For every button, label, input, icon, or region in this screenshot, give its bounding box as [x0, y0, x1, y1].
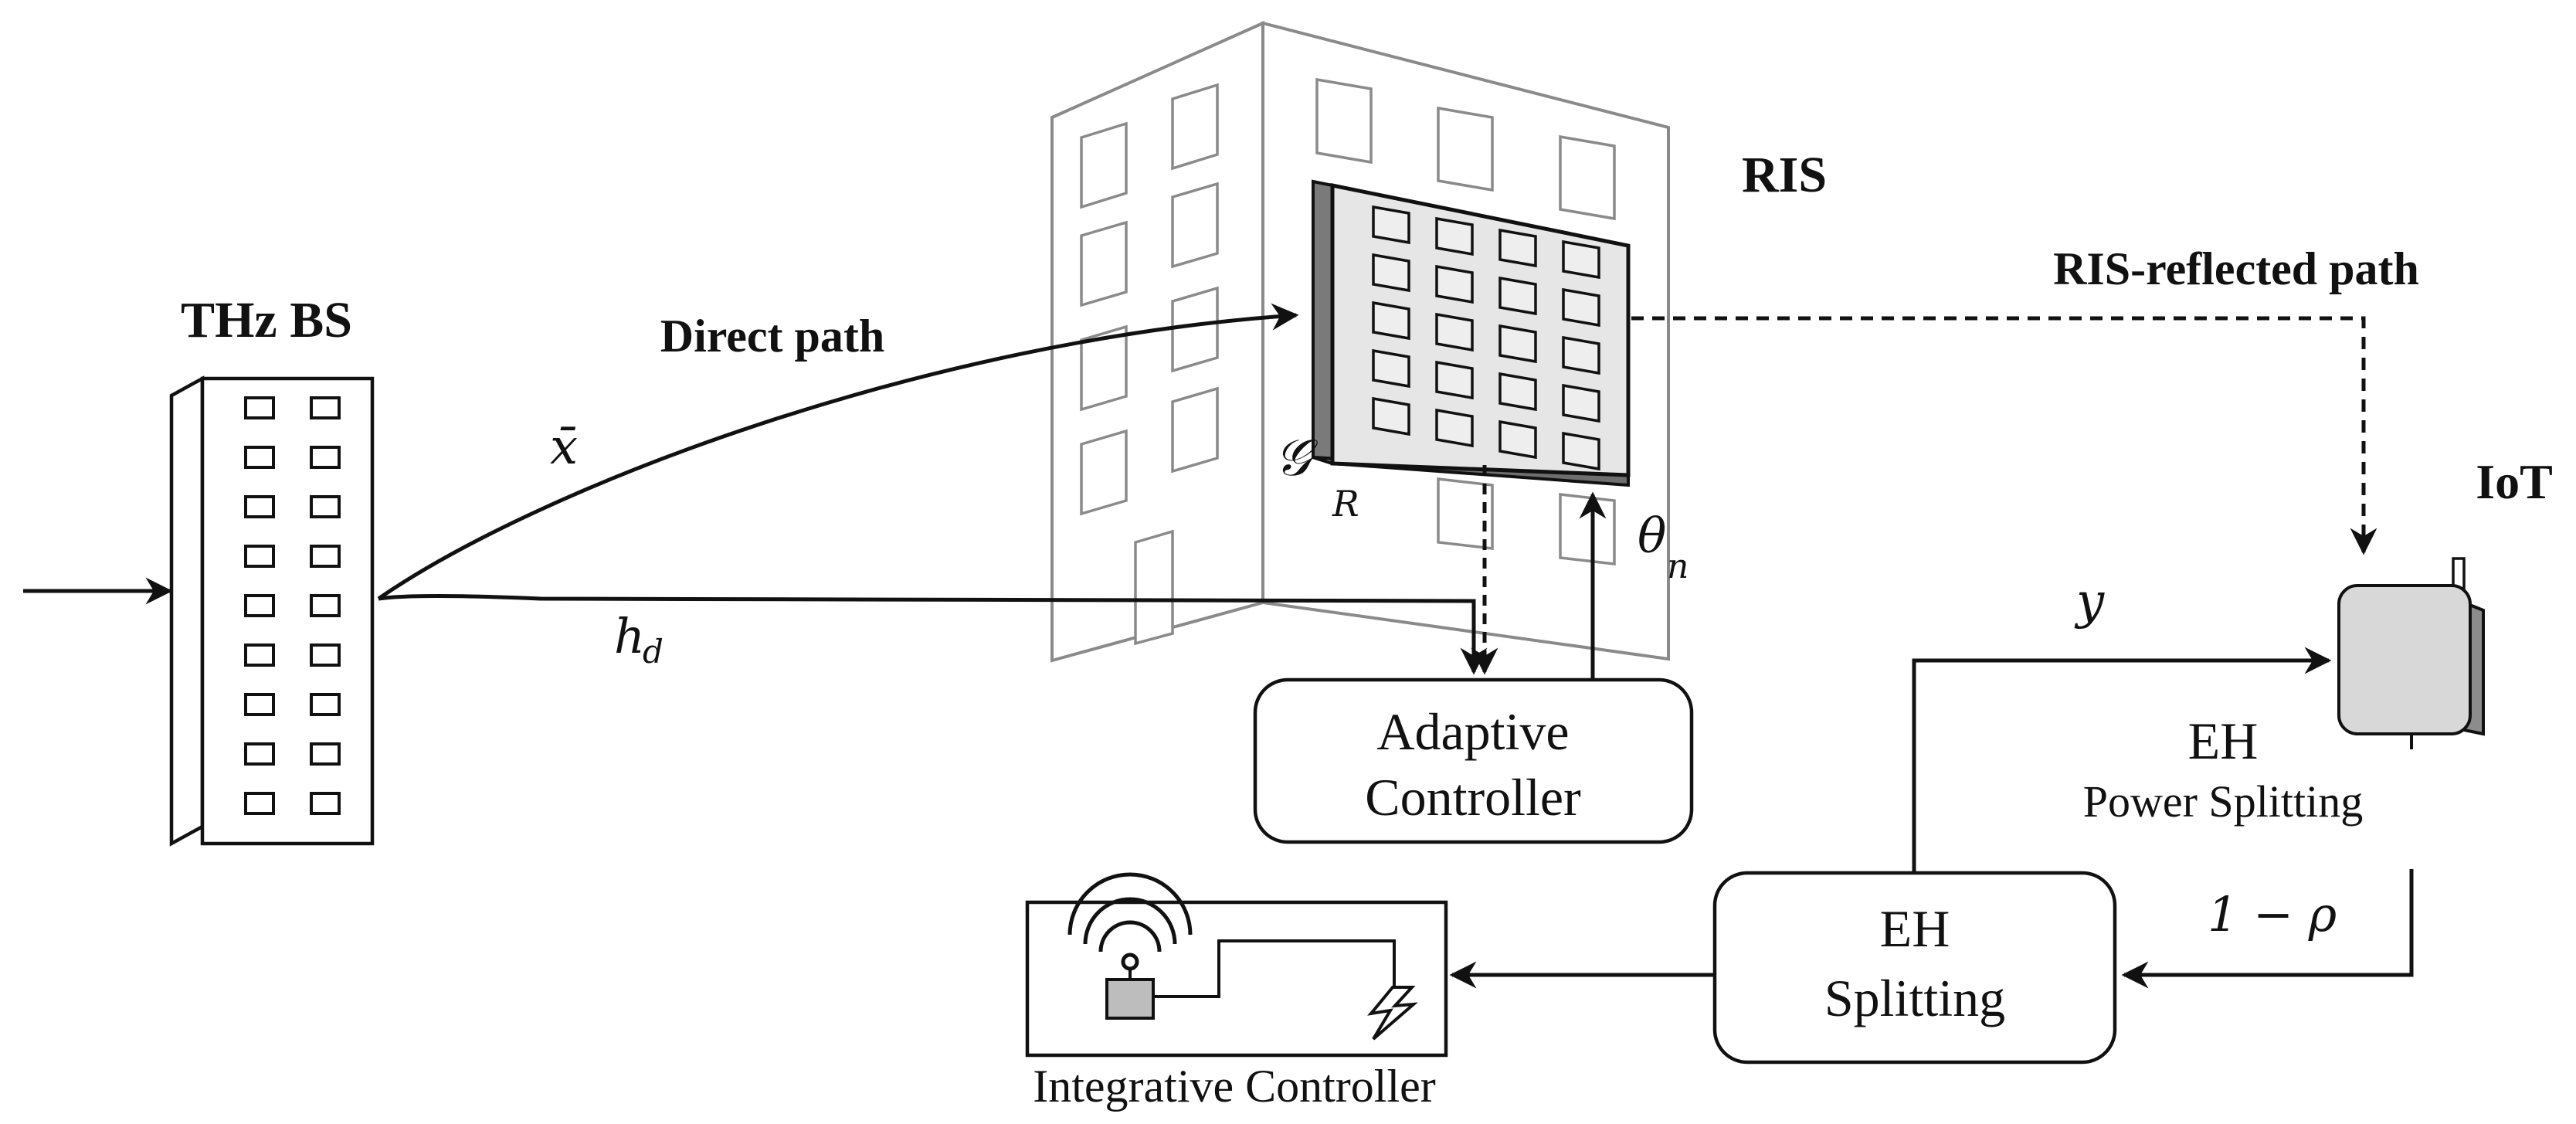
- bs-antenna-element: [310, 446, 341, 469]
- ris-element: [1562, 287, 1600, 328]
- bs-antenna-element: [310, 396, 341, 419]
- ris-panel: [1312, 179, 1631, 487]
- thz-bs-side: [169, 375, 205, 847]
- ris-element: [1498, 228, 1537, 268]
- ris-label: RIS: [1742, 147, 1827, 203]
- bs-antenna-element: [310, 742, 341, 766]
- iot-device: [2337, 557, 2485, 749]
- integrative-controller: [1025, 872, 1448, 1058]
- ris-element: [1562, 383, 1600, 423]
- thz-bs-front: [200, 376, 375, 846]
- one-minus-rho-arrow: [2121, 869, 2414, 989]
- eh-power-splitting-label-line1: EH: [2188, 711, 2259, 770]
- bs-antenna-element: [244, 545, 275, 568]
- ris-reflected-dashed-arrow: [1631, 316, 2377, 555]
- bs-antenna-element: [310, 643, 341, 667]
- building: [1050, 20, 1670, 663]
- iot-label: IoT: [2476, 454, 2553, 509]
- adaptive-controller-box: [1253, 677, 1694, 844]
- bs-antenna-element: [244, 396, 275, 419]
- building-door: [1134, 529, 1174, 646]
- bs-antenna-element: [244, 446, 275, 469]
- x-bar-symbol: x̄: [550, 419, 578, 476]
- ris-element: [1498, 324, 1537, 364]
- bs-antenna-element: [244, 594, 275, 617]
- ris-element: [1372, 348, 1410, 389]
- ris-element: [1498, 276, 1537, 316]
- ris-element: [1562, 335, 1600, 375]
- bs-antenna-element: [310, 495, 341, 518]
- svg-text:R: R: [1332, 483, 1359, 525]
- y-signal-arrow: [1912, 647, 2332, 871]
- y-symbol: y: [2074, 573, 2105, 630]
- eh-splitting-box: [1712, 871, 2117, 1065]
- bs-antenna-element: [244, 495, 275, 518]
- ris-element: [1372, 396, 1410, 436]
- ris-element: [1372, 301, 1410, 341]
- svg-text:d: d: [643, 633, 664, 671]
- lightning-bolt-icon: [1367, 986, 1418, 1041]
- ris-element: [1435, 360, 1474, 400]
- ris-element: [1435, 216, 1474, 256]
- bs-antenna-element: [310, 594, 341, 617]
- ris-reflected-path-label: RIS-reflected path: [2053, 243, 2419, 294]
- theta-n-symbol: θ n: [1638, 508, 1688, 586]
- ris-element: [1435, 408, 1474, 448]
- one-minus-rho-symbol: 1 − ρ: [2208, 886, 2337, 942]
- eh-splitting-label-line1: EH: [1880, 899, 1950, 958]
- ris-element: [1498, 372, 1537, 412]
- adaptive-controller-label-line1: Adaptive: [1376, 702, 1569, 761]
- bs-antenna-element: [244, 792, 275, 815]
- ris-element: [1372, 205, 1410, 245]
- direct-path-arrow: [377, 303, 1299, 601]
- integrative-controller-box: [1025, 900, 1448, 1058]
- thz-bs-label: THz BS: [181, 292, 352, 348]
- svg-text:n: n: [1667, 547, 1688, 586]
- bs-antenna-element: [244, 742, 275, 766]
- charging-wire: [1153, 939, 1396, 998]
- svg-text:θ: θ: [1638, 508, 1666, 564]
- direct-path-label: Direct path: [660, 311, 885, 362]
- bs-antenna-element: [310, 545, 341, 568]
- ris-panel-face: [1330, 182, 1631, 477]
- ris-panel-side: [1312, 179, 1334, 466]
- harvester-device-icon: [1105, 978, 1155, 1020]
- iot-device-body: [2337, 584, 2472, 735]
- ris-elements: [1372, 205, 1600, 471]
- eh-splitting-label-line2: Splitting: [1824, 969, 2005, 1027]
- bs-antenna-element: [244, 693, 275, 716]
- ris-element: [1435, 312, 1474, 352]
- bs-antenna-element: [244, 643, 275, 667]
- ris-element: [1372, 253, 1410, 293]
- integrative-controller-label: Integrative Controller: [1033, 1061, 1436, 1112]
- ris-element: [1562, 239, 1600, 280]
- connections: [23, 303, 2414, 989]
- adaptive-controller-label-line2: Controller: [1365, 768, 1581, 827]
- bs-antenna-element: [310, 792, 341, 815]
- eh-splitting: EH Splitting: [1712, 871, 2117, 1065]
- bs-antenna-element: [310, 693, 341, 716]
- hd-symbol: h d: [614, 608, 664, 671]
- thz-bs: [169, 375, 375, 847]
- building-windows-left: [1080, 83, 1219, 646]
- svg-text:h: h: [614, 608, 645, 664]
- ris-element: [1498, 419, 1537, 460]
- eh-power-splitting-label-line2: Power Splitting: [2083, 776, 2364, 827]
- ris-element: [1435, 264, 1474, 304]
- adaptive-controller: Adaptive Controller: [1253, 677, 1694, 844]
- ris-element: [1562, 431, 1600, 471]
- hd-path-arrow: [378, 594, 1488, 675]
- bs-antenna-array: [244, 396, 341, 815]
